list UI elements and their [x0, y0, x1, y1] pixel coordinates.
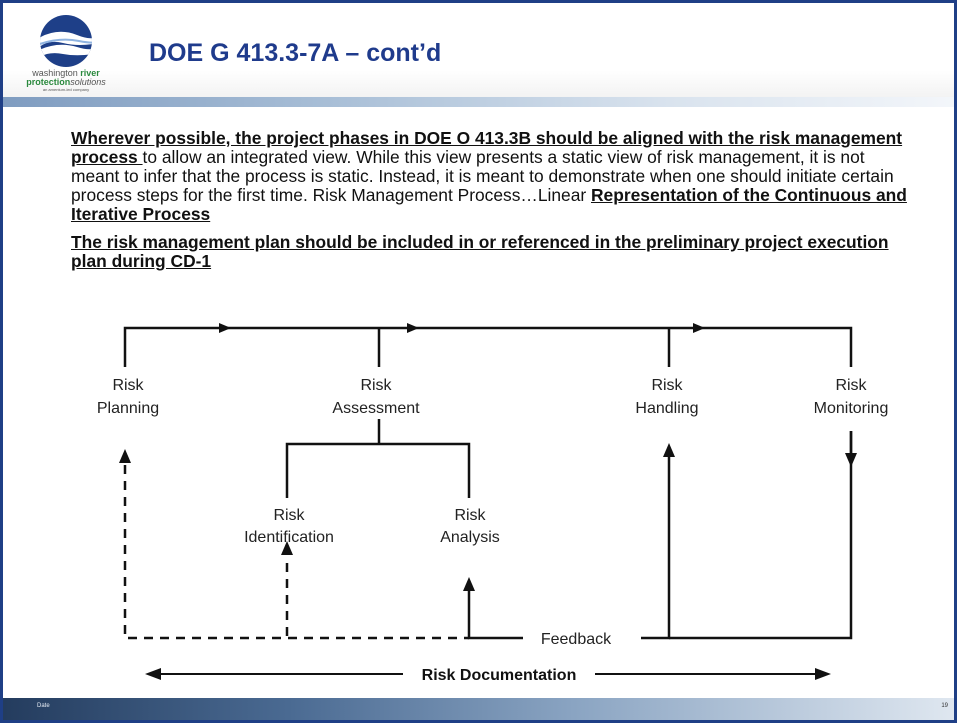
logo-text-solutions: solutions — [70, 77, 106, 88]
arrow-up-icon — [463, 577, 475, 591]
paragraph-1: Wherever possible, the project phases in… — [71, 129, 911, 224]
arrow-right-icon — [693, 323, 705, 333]
label-risk-identification-1: Risk — [273, 507, 305, 524]
process-flow-lines — [123, 326, 853, 498]
slide-footer: Date 19 — [3, 698, 954, 720]
slide-title: DOE G 413.3-7A – cont’d — [149, 39, 442, 67]
paragraph-1-emphasis-end: Representation of the Continuous and Ite… — [71, 185, 907, 224]
label-risk-planning-1: Risk — [112, 377, 144, 394]
label-risk-assessment-2: Assessment — [332, 400, 420, 417]
arrow-right-icon — [407, 323, 419, 333]
logo-text-river: river — [80, 68, 100, 78]
slide-body: Wherever possible, the project phases in… — [71, 129, 911, 271]
label-risk-monitoring-1: Risk — [835, 377, 867, 394]
risk-management-diagram: Risk Planning Risk Assessment Risk Handl… — [97, 323, 889, 684]
arrow-left-icon — [145, 668, 161, 680]
paragraph-1-text: to allow an integrated view. While this … — [71, 147, 894, 205]
slide-header: washington river protectionsolutions an … — [3, 3, 954, 99]
logo-text-protection: protection — [26, 77, 71, 88]
logo-tagline: an amentum-led company — [42, 86, 90, 92]
flow-arrowheads — [219, 323, 705, 333]
arrow-right-icon — [219, 323, 231, 333]
arrow-up-icon — [663, 443, 675, 457]
company-logo: washington river protectionsolutions an … — [7, 9, 125, 97]
paragraph-1-emphasis: Wherever possible, the project phases in… — [71, 128, 903, 167]
dashed-feedback-lines — [123, 465, 469, 640]
header-divider — [3, 97, 954, 107]
arrow-down-icon — [845, 453, 857, 467]
label-risk-planning-2: Planning — [97, 400, 159, 417]
footer-date: Date — [37, 703, 50, 709]
arrow-up-icon — [119, 449, 131, 463]
documentation-arrowheads — [145, 668, 831, 680]
paragraph-2-text: The risk management plan should be inclu… — [71, 232, 889, 271]
label-risk-assessment-1: Risk — [360, 377, 392, 394]
dashed-arrowheads — [119, 449, 293, 555]
footer-page-number: 19 — [941, 703, 948, 709]
paragraph-2: The risk management plan should be inclu… — [71, 233, 911, 271]
logo-text-washington: washington — [32, 68, 81, 78]
feedback-lines — [467, 431, 853, 640]
arrow-right-icon — [815, 668, 831, 680]
label-risk-analysis-1: Risk — [454, 507, 486, 524]
label-risk-analysis-2: Analysis — [440, 529, 500, 546]
label-risk-handling-1: Risk — [651, 377, 683, 394]
logo-wave-icon — [40, 15, 92, 67]
label-risk-handling-2: Handling — [635, 400, 698, 417]
label-risk-documentation: Risk Documentation — [422, 667, 577, 684]
arrow-up-icon — [281, 541, 293, 555]
label-risk-identification-2: Identification — [244, 529, 334, 546]
feedback-arrowheads — [463, 443, 857, 591]
label-risk-monitoring-2: Monitoring — [814, 400, 889, 417]
label-feedback: Feedback — [541, 631, 612, 648]
